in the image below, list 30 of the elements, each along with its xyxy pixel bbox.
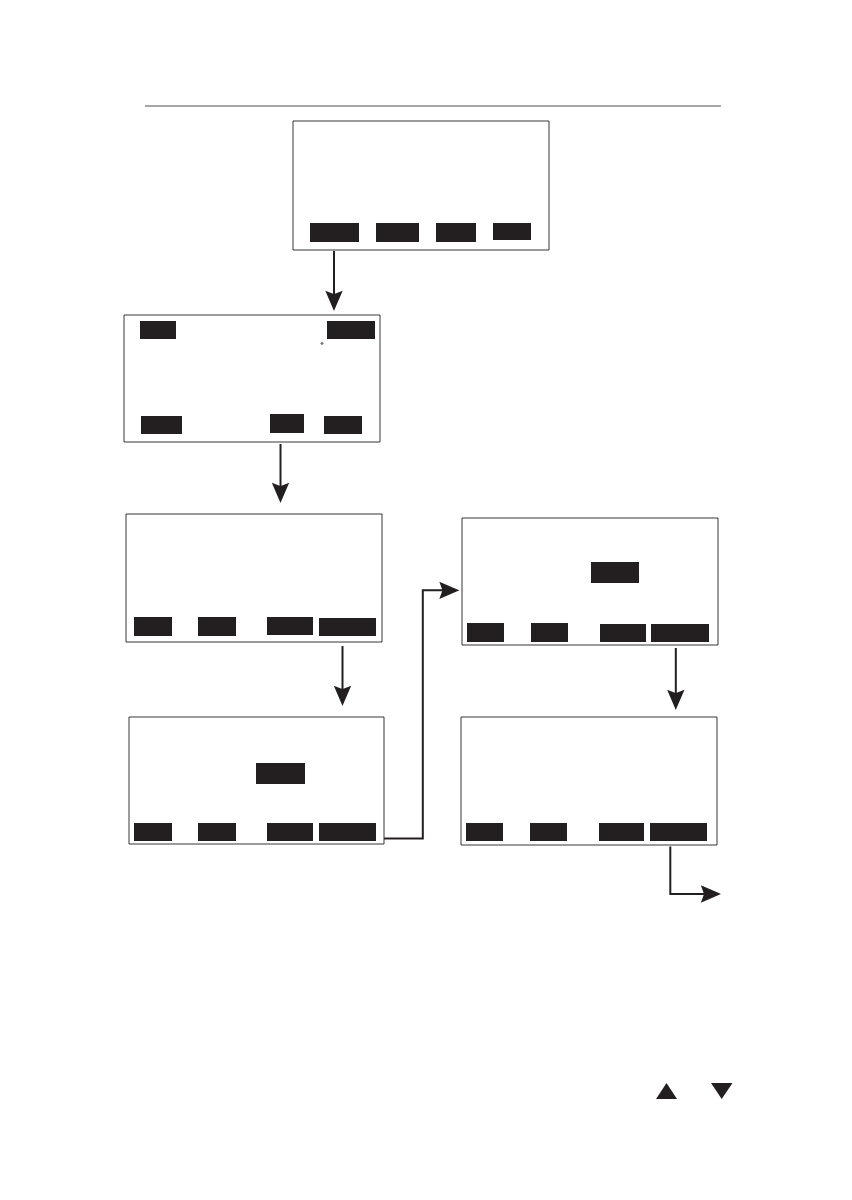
softkey-block	[270, 414, 304, 433]
softkey-block	[198, 617, 236, 636]
screen-box	[460, 716, 718, 846]
softkey-block	[376, 223, 419, 242]
softkey-block	[493, 223, 531, 240]
screen-box	[292, 120, 550, 251]
softkey-block	[650, 823, 707, 841]
softkey-block	[591, 562, 639, 583]
softkey-block	[600, 624, 646, 642]
softkey-block	[140, 321, 176, 339]
softkey-block	[310, 223, 359, 242]
softkey-block	[267, 823, 313, 841]
softkey-block	[436, 223, 476, 242]
softkey-block	[467, 623, 504, 642]
softkey-block	[466, 823, 503, 841]
screen-box	[125, 513, 383, 643]
softkey-block	[134, 617, 172, 636]
softkey-block	[531, 623, 568, 642]
softkey-block	[267, 617, 313, 635]
softkey-block	[319, 618, 376, 636]
softkey-block	[324, 416, 362, 434]
softkey-block	[256, 763, 305, 784]
softkey-block	[599, 823, 644, 841]
softkey-block	[327, 321, 375, 339]
softkey-block	[198, 823, 236, 841]
softkey-block	[319, 823, 376, 841]
softkey-block	[530, 823, 567, 841]
softkey-block	[141, 416, 182, 434]
softkey-block	[651, 624, 709, 642]
softkey-block	[134, 823, 172, 841]
